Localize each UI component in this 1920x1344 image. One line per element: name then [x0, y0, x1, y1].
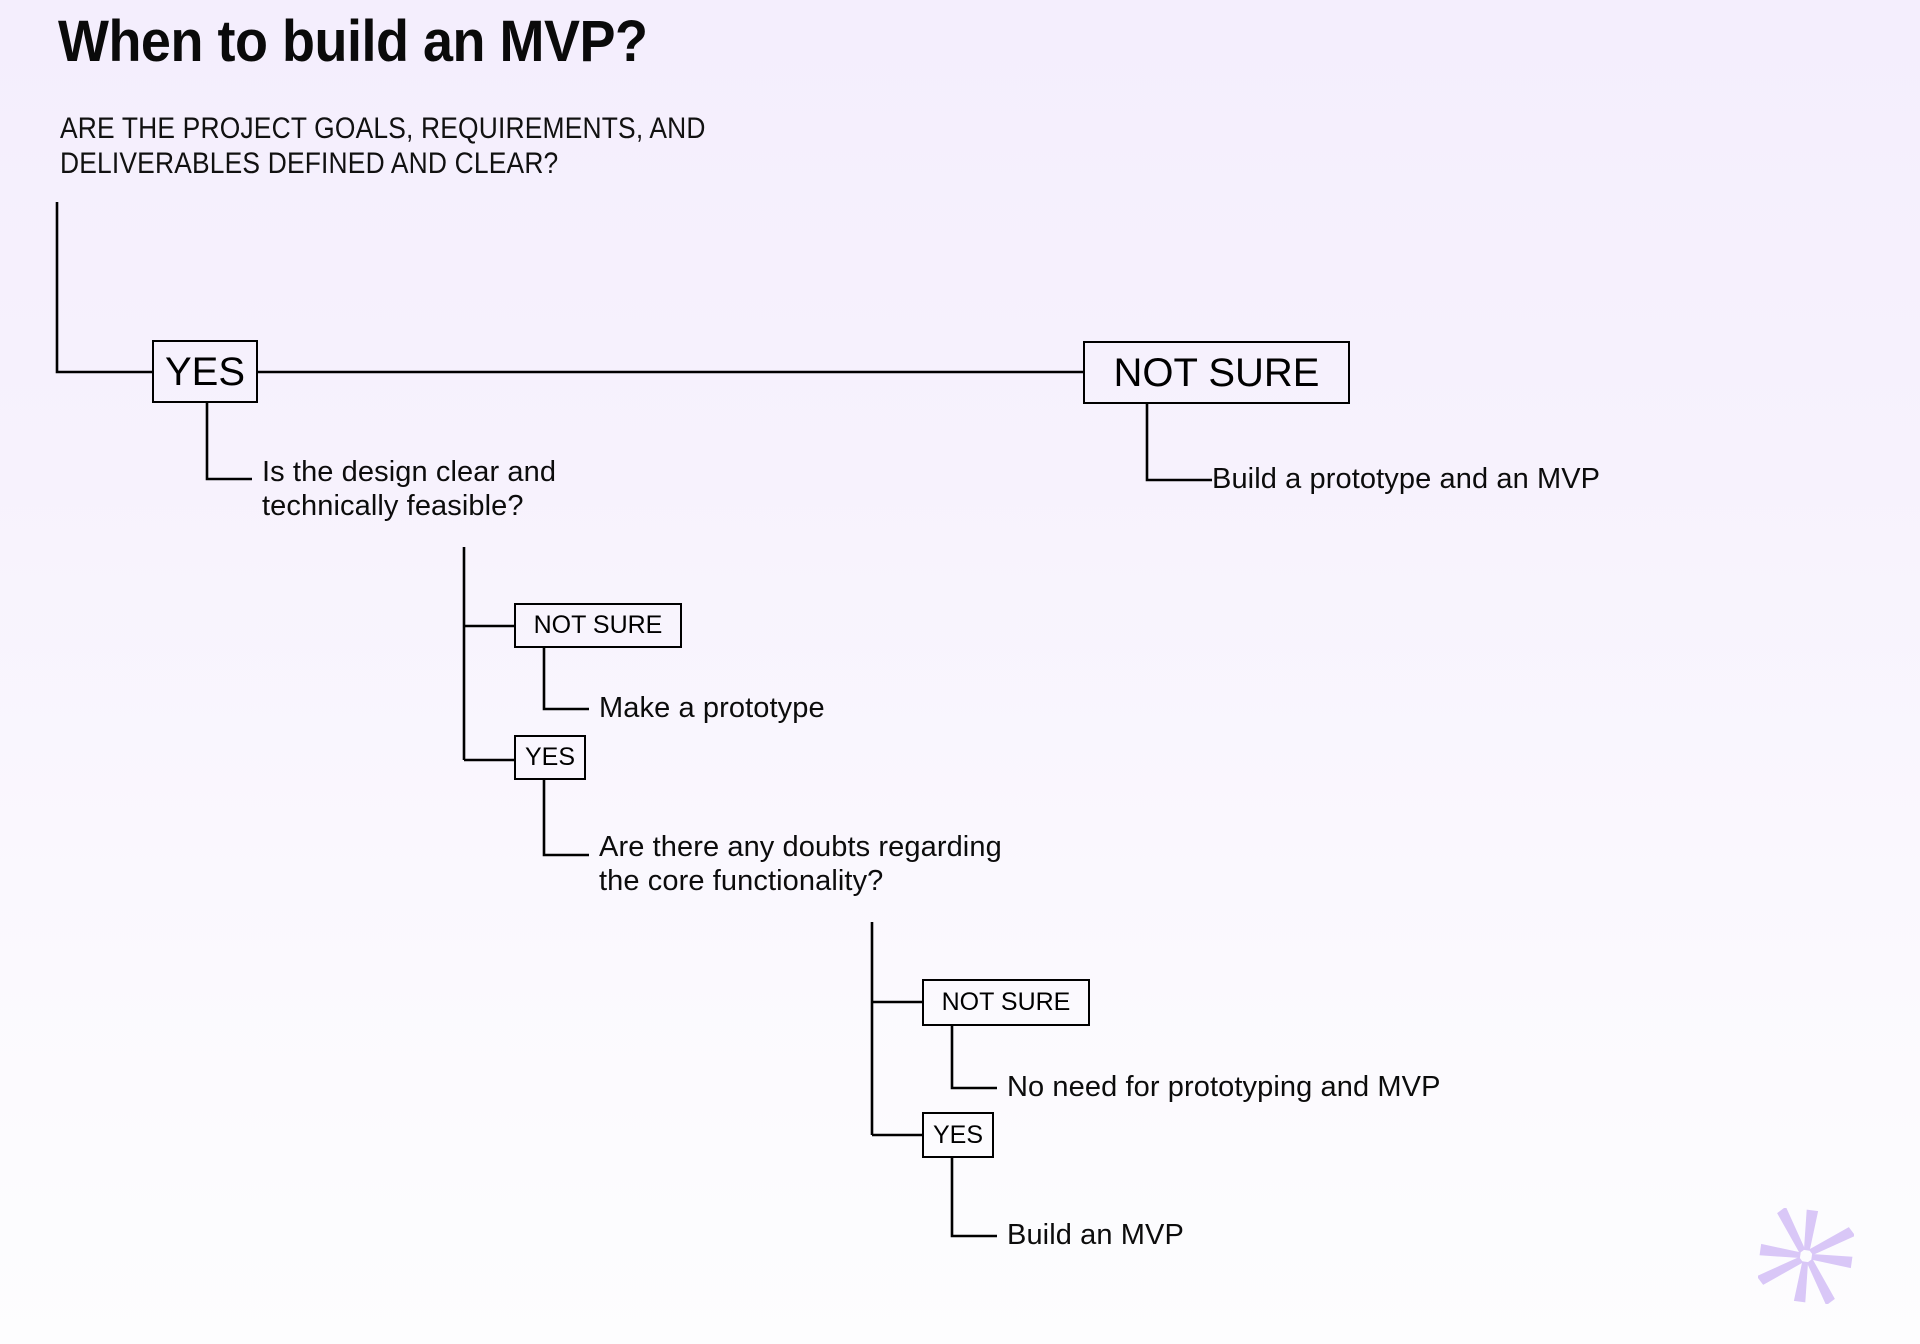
question-doubts-core-functionality: Are there any doubts regarding the core …	[599, 831, 1002, 897]
wire-notsure3-to-outcome3	[950, 1026, 997, 1090]
wire-notsure1-to-outcome1	[1145, 404, 1212, 482]
node-not-sure-level2[interactable]: NOT SURE	[514, 603, 682, 648]
outcome-make-a-prototype: Make a prototype	[599, 692, 825, 724]
outcome-build-an-mvp: Build an MVP	[1007, 1219, 1184, 1251]
page-title: When to build an MVP?	[58, 9, 648, 74]
wire-yes2-to-question3	[542, 780, 589, 857]
wire-yes1-to-question2	[205, 403, 252, 481]
wire-yes3-to-outcome4	[950, 1158, 997, 1238]
root-question-text: ARE THE PROJECT GOALS, REQUIREMENTS, AND…	[60, 112, 706, 180]
question-design-clear-feasible: Is the design clear and technically feas…	[262, 456, 557, 522]
node-yes-level3[interactable]: YES	[922, 1112, 994, 1158]
outcome-no-need-prototyping-mvp: No need for prototyping and MVP	[1007, 1071, 1441, 1103]
wire-notsure2-to-outcome2	[542, 648, 589, 711]
node-yes-level1[interactable]: YES	[152, 340, 258, 403]
node-not-sure-level1[interactable]: NOT SURE	[1083, 341, 1350, 404]
outcome-build-prototype-and-mvp: Build a prototype and an MVP	[1212, 463, 1601, 495]
asterisk-star-icon	[1758, 1208, 1854, 1304]
node-yes-level2[interactable]: YES	[514, 735, 586, 780]
node-not-sure-level3[interactable]: NOT SURE	[922, 979, 1090, 1026]
wire-root-to-yes1	[55, 202, 152, 374]
